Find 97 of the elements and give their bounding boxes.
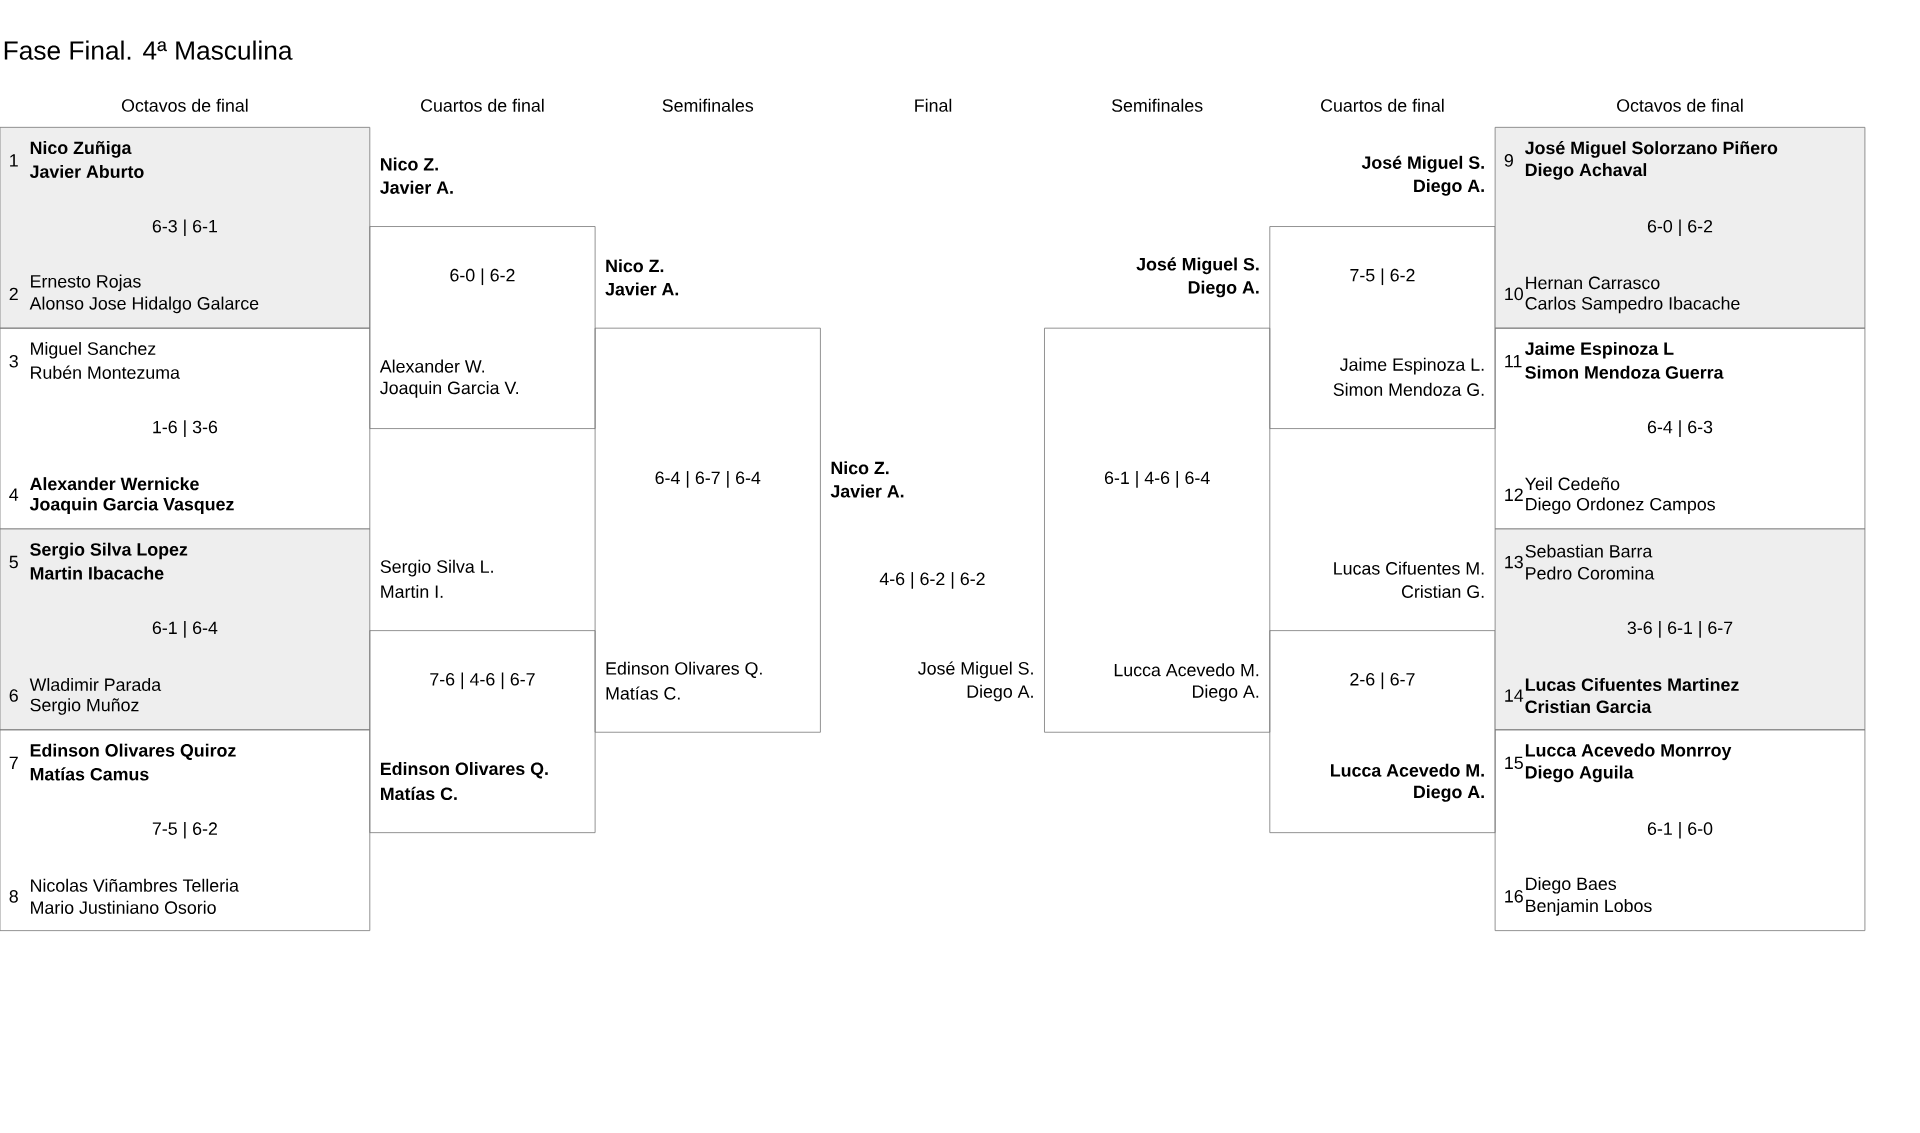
round-heading: Semifinales bbox=[1111, 98, 1203, 112]
seed-number: 6 bbox=[9, 689, 18, 702]
player-name: Martin I. bbox=[381, 585, 443, 599]
player-name: Diego A. bbox=[1193, 684, 1259, 702]
player-name: Diego Baes bbox=[1526, 877, 1617, 894]
player-name: Miguel Sanchez bbox=[31, 342, 156, 359]
player-name: Jaime Espinoza L. bbox=[1339, 358, 1484, 375]
player-name: Sergio Muñoz bbox=[30, 698, 139, 715]
player-name: Lucca Acevedo M. bbox=[1331, 763, 1484, 777]
player-name: Matías Camus bbox=[30, 767, 149, 781]
player-name: Javier A. bbox=[380, 181, 453, 195]
match-score: 7-5 | 6-2 bbox=[1350, 268, 1415, 286]
seed-number: 11 bbox=[1505, 355, 1522, 368]
seed-number: 2 bbox=[9, 287, 18, 301]
player-name: Alonso Jose Hidalgo Galarce bbox=[29, 296, 259, 314]
player-name: Ernesto Rojas bbox=[31, 274, 141, 292]
seed-number: 1 bbox=[10, 154, 18, 167]
match-score: 7-5 | 6-2 bbox=[152, 822, 217, 839]
player-name: Diego A. bbox=[1414, 179, 1484, 196]
player-name: Sergio Silva Lopez bbox=[30, 542, 188, 560]
player-name: Diego A. bbox=[1188, 280, 1259, 298]
player-name: José Miguel Solorzano Piñero bbox=[1524, 141, 1778, 158]
player-name: Wladimir Parada bbox=[29, 678, 162, 692]
player-name: Sebastian Barra bbox=[1525, 544, 1653, 558]
player-name: Edinson Olivares Quiroz bbox=[30, 743, 236, 761]
player-name: Cristian Garcia bbox=[1525, 700, 1652, 714]
player-name: Diego A. bbox=[967, 684, 1033, 702]
player-name: Lucas Cifuentes Martinez bbox=[1525, 678, 1739, 692]
player-name: Sergio Silva L. bbox=[380, 560, 493, 577]
player-name: Carlos Sampedro Ibacache bbox=[1525, 296, 1740, 314]
player-name: Cristian G. bbox=[1401, 585, 1484, 599]
seed-number: 10 bbox=[1505, 287, 1523, 301]
match-score: 7-6 | 4-6 | 6-7 bbox=[430, 672, 535, 690]
player-name: Diego A. bbox=[1414, 785, 1484, 802]
round-heading: Cuartos de final bbox=[421, 98, 544, 112]
title: Fase Final. 4ª Masculina bbox=[4, 40, 293, 60]
match-score: 6-0 | 6-2 bbox=[1647, 219, 1713, 237]
player-name: Javier Aburto bbox=[29, 165, 144, 179]
player-name: José Miguel S. bbox=[1361, 155, 1484, 173]
player-name: Lucas Cifuentes M. bbox=[1334, 561, 1484, 575]
player-name: Simon Mendoza Guerra bbox=[1525, 365, 1724, 379]
match-score: 3-6 | 6-1 | 6-7 bbox=[1627, 621, 1733, 638]
seed-number: 9 bbox=[1504, 154, 1513, 167]
round-heading: Final bbox=[915, 98, 952, 112]
player-name: Nico Z. bbox=[381, 157, 438, 171]
match-score: 4-6 | 6-2 | 6-2 bbox=[879, 572, 985, 589]
match-score: 6-1 | 4-6 | 6-4 bbox=[1104, 471, 1210, 488]
player-name: Javier A. bbox=[830, 484, 904, 498]
match-score: 2-6 | 6-7 bbox=[1350, 672, 1415, 690]
match-score: 6-0 | 6-2 bbox=[450, 268, 515, 286]
player-name: Lucca Acevedo M. bbox=[1114, 663, 1259, 677]
player-name: Rubén Montezuma bbox=[31, 365, 180, 380]
player-name: Benjamin Lobos bbox=[1526, 899, 1652, 916]
player-name: Yeil Cedeño bbox=[1525, 477, 1620, 491]
match-score: 6-4 | 6-3 bbox=[1647, 420, 1713, 438]
seed-number: 14 bbox=[1505, 689, 1524, 702]
seed-number: 16 bbox=[1505, 890, 1523, 903]
player-name: Javier A. bbox=[605, 282, 679, 296]
player-name: Edinson Olivares Q. bbox=[381, 762, 548, 779]
seed-number: 7 bbox=[9, 756, 18, 770]
match-score: 1-6 | 3-6 bbox=[153, 420, 218, 438]
player-name: Martin Ibacache bbox=[30, 566, 164, 580]
match-score: 6-1 | 6-0 bbox=[1647, 822, 1713, 839]
player-name: José Miguel S. bbox=[918, 661, 1033, 679]
round-heading: Cuartos de final bbox=[1321, 98, 1444, 112]
player-name: Nico Zuñiga bbox=[30, 141, 132, 158]
seed-number: 8 bbox=[9, 890, 18, 903]
player-name: Edinson Olivares Q. bbox=[606, 661, 762, 679]
match-score: 6-4 | 6-7 | 6-4 bbox=[655, 471, 761, 488]
seed-number: 15 bbox=[1505, 756, 1523, 770]
player-name: Diego Achaval bbox=[1525, 163, 1647, 180]
match-score: 6-3 | 6-1 bbox=[152, 219, 217, 237]
match-score: 6-1 | 6-4 bbox=[152, 621, 218, 638]
seed-number: 3 bbox=[9, 355, 18, 368]
player-name: Lucca Acevedo Monrroy bbox=[1525, 743, 1732, 761]
player-name: Nicolas Viñambres Telleria bbox=[31, 878, 239, 892]
seed-number: 13 bbox=[1505, 555, 1523, 569]
player-name: Jaime Espinoza L bbox=[1524, 342, 1674, 359]
player-name: Hernan Carrasco bbox=[1526, 276, 1660, 290]
player-name: Diego Ordonez Campos bbox=[1526, 497, 1715, 515]
player-name: Nico Z. bbox=[606, 259, 664, 273]
player-name: José Miguel S. bbox=[1136, 257, 1259, 275]
seed-number: 5 bbox=[9, 556, 18, 569]
seed-number: 4 bbox=[9, 488, 19, 501]
player-name: Alexander W. bbox=[379, 359, 485, 373]
player-name: Joaquin Garcia V. bbox=[380, 381, 518, 398]
player-name: Pedro Coromina bbox=[1526, 566, 1655, 580]
player-name: Matías C. bbox=[381, 787, 457, 801]
seed-number: 12 bbox=[1505, 488, 1523, 502]
player-name: Simon Mendoza G. bbox=[1333, 383, 1484, 397]
player-name: Diego Aguila bbox=[1525, 765, 1634, 783]
round-heading: Semifinales bbox=[662, 98, 754, 112]
player-name: Matías C. bbox=[606, 686, 680, 700]
player-name: Alexander Wernicke bbox=[30, 477, 199, 491]
player-name: Mario Justiniano Osorio bbox=[31, 901, 216, 915]
player-name: Nico Z. bbox=[831, 461, 889, 475]
player-name: Joaquin Garcia Vasquez bbox=[29, 497, 234, 515]
